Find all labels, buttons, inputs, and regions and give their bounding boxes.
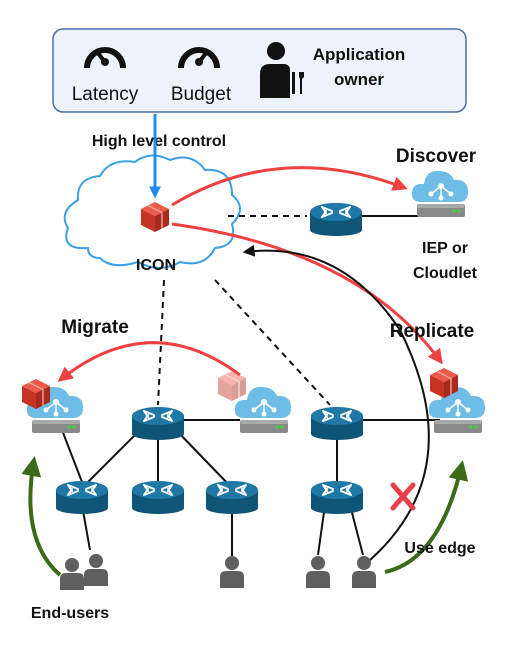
control-panel: Latency Budget Application owner [52,28,467,113]
icon-label: ICON [136,257,176,274]
migrate-arrow [57,341,241,382]
edge-server-icon [411,170,469,218]
replicate-arrow [171,222,443,365]
person-icon [306,556,330,588]
owner-label-line2: owner [334,70,384,89]
control-links [157,215,331,406]
use-edge-label: Use edge [404,540,475,557]
migrate-label: Migrate [61,317,129,338]
person-icon [352,556,376,588]
speedometer-icon [84,47,126,69]
person-with-tools-icon [260,42,304,98]
iep-label-line1: IEP or [422,240,468,257]
high-level-control-label: High level control [92,133,226,150]
router-icon [131,406,185,441]
router-icon [131,480,185,515]
person-icon [60,558,84,590]
router-icon [310,480,364,515]
blocked-x-icon [390,482,416,511]
end-users-label: End-users [31,605,109,622]
router-icon [310,406,364,441]
iep-label-line2: Cloudlet [413,265,478,282]
budget-label: Budget [171,84,232,105]
use-edge-arrow-left [21,456,62,577]
cube-icon [217,370,247,402]
router-icon [205,480,259,515]
latency-label: Latency [72,84,139,105]
router-icon [55,480,109,515]
speedometer-icon [178,47,220,69]
discover-arrow [171,166,408,207]
person-icon [84,554,108,586]
discover-label: Discover [396,146,477,167]
person-icon [220,556,244,588]
router-icon [309,202,363,237]
use-edge-arrow-right [384,460,469,574]
owner-label-line1: Application [313,45,406,64]
replicate-label: Replicate [390,321,474,342]
